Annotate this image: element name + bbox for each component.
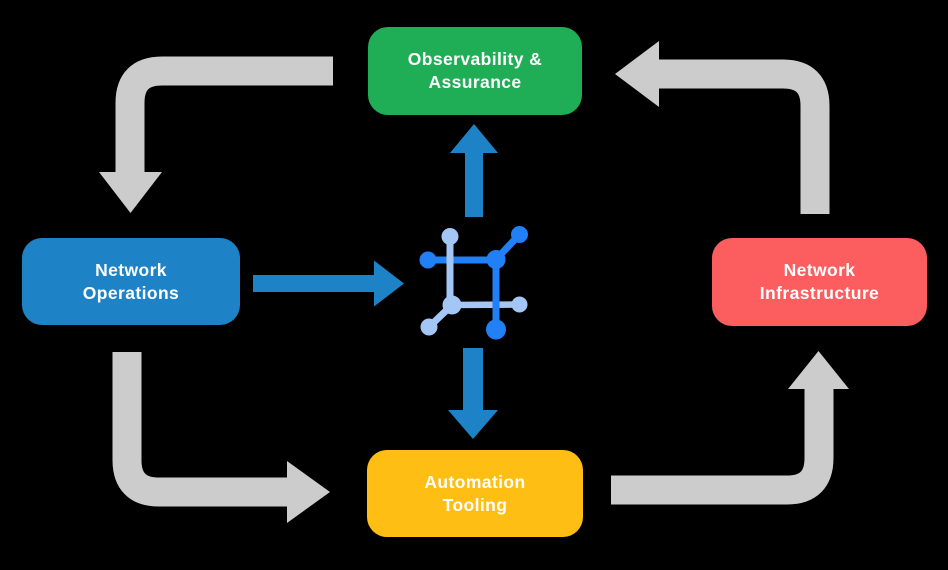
icon-node (486, 250, 506, 269)
arrow-head-down-icon (99, 172, 162, 213)
node-automation-tooling: Automation Tooling (367, 450, 583, 537)
arrow-head-up-icon (788, 351, 849, 389)
arrow-head-right-icon (374, 260, 404, 307)
arrow-center-to-observability (450, 124, 498, 217)
node-label-line: Observability & (407, 49, 543, 69)
arrow-head-left-icon (615, 41, 659, 107)
icon-node (441, 228, 459, 245)
icon-node (442, 295, 462, 315)
arrow-infrastructure-to-observability (615, 41, 830, 214)
icon-edge (446, 301, 523, 309)
arrow-observability-to-operations (99, 56, 333, 213)
arrow-shaft (611, 389, 834, 505)
network-mesh-icon (419, 226, 528, 340)
icon-node (419, 251, 437, 269)
arrow-shaft (115, 56, 333, 173)
node-label-line: Assurance (428, 72, 522, 92)
arrow-automation-to-infrastructure (611, 351, 849, 505)
arrow-head-down-icon (448, 410, 498, 439)
node-label-line: Infrastructure (759, 283, 880, 303)
icon-node (511, 226, 528, 243)
arrow-shaft (659, 59, 830, 214)
node-network-operations: Network Operations (22, 238, 240, 325)
node-label-line: Automation (424, 471, 526, 492)
icon-node (511, 296, 528, 313)
arrow-head-up-icon (450, 124, 498, 153)
icon-node (420, 318, 438, 336)
node-label-line: Network (783, 260, 856, 280)
node-observability-assurance: Observability & Assurance (368, 27, 582, 115)
node-network-infrastructure: Network Infrastructure (712, 238, 927, 326)
arrow-center-to-automation (448, 348, 498, 439)
node-label-line: Network (95, 259, 167, 280)
node-label-line: Tooling (442, 494, 508, 515)
icon-node (486, 319, 506, 340)
arrow-operations-to-center (253, 260, 404, 307)
arrow-operations-to-automation (112, 352, 330, 523)
arrow-head-right-icon (287, 461, 330, 523)
node-label-line: Operations (82, 282, 180, 303)
arrow-shaft (112, 352, 288, 507)
